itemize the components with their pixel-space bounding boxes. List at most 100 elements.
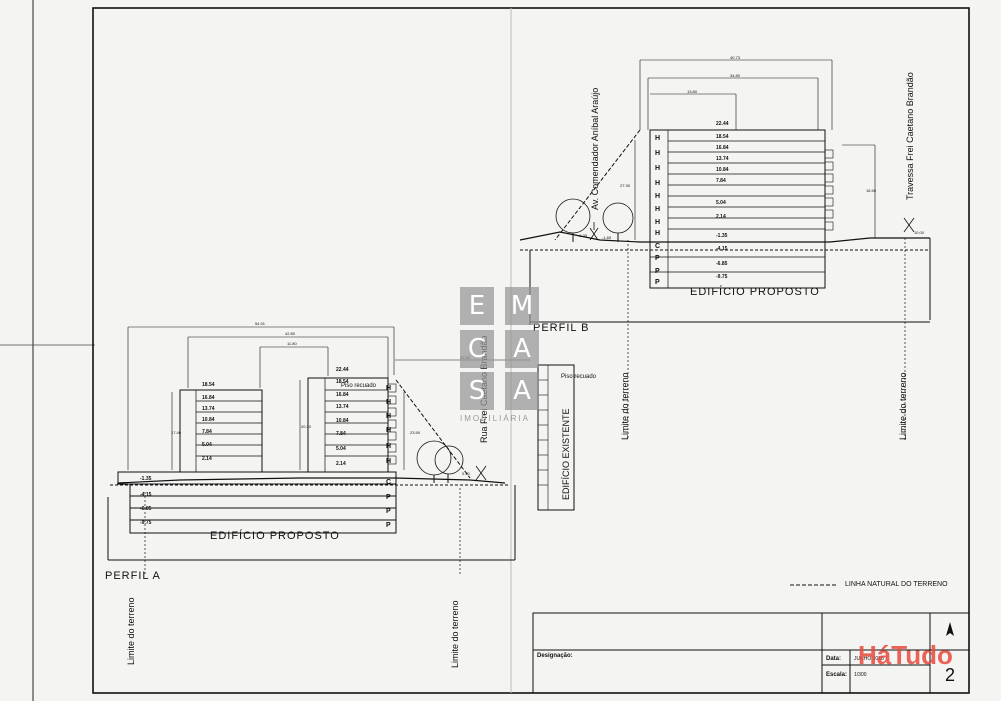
a-left-level-7: 2.14 [202,456,212,462]
b-level-b4: -9.75 [716,274,728,280]
existing-building-label: EDIFÍCIO EXISTENTE [561,408,571,500]
a-level-b2: -4.15 [140,492,152,498]
watermark-letter-s: S [460,372,494,410]
a-left-level-4: 10.84 [202,417,215,423]
watermark-letter-a1: A [505,330,539,368]
north-arrow-icon [946,622,954,636]
dim-b-building: 34.80 [730,73,741,78]
a-code-1: H [386,385,392,392]
data-value: JUNHO 2018 [854,656,884,662]
section-a-limit-left: Limite do terreno [126,597,136,665]
section-a-building-label: EDIFÍCIO PROPOSTO [210,530,340,542]
b-level-8: 2.14 [716,214,726,220]
b-level-5: 10.84 [716,167,729,173]
section-a [107,326,575,575]
a-right-level-8: 2.14 [336,461,346,467]
section-b-limit-right: Limite do terreno [898,372,908,440]
dim-b-height: 27.30 [620,183,631,188]
dim-a-h-left: 17.40 [171,430,182,435]
b-level-4: 13.74 [716,156,729,162]
section-a-title: PERFIL A [105,570,161,582]
b-code-4: H [655,180,661,187]
watermark-letter-a2: A [505,372,539,410]
b-level-1: 22.44 [716,121,729,127]
a-code-10: P [386,522,391,529]
watermark-subtitle: IMOBILIÁRIA [460,414,531,423]
b-level-b2: -4.15 [716,246,728,252]
b-code-3: H [655,165,661,172]
a-level-b1: -1.35 [140,476,152,482]
b-level-7: 5.04 [716,200,726,206]
dim-a-h-right: 20.30 [301,424,312,429]
dim-a-ground-2: 0.30 [462,471,470,476]
a-left-level-1: 18.54 [202,382,215,388]
b-code-11: P [655,268,660,275]
dim-b-right: 16.50 [866,188,877,193]
b-level-3: 16.84 [716,145,729,151]
dim-a-towers: 42.80 [285,331,296,336]
section-a-limit-right: Limite do terreno [450,600,460,668]
a-left-level-2: 16.84 [202,395,215,401]
a-right-level-5: 10.84 [336,418,349,424]
b-level-6: 7.84 [716,178,726,184]
a-code-2: H [386,399,392,406]
a-left-level-3: 13.74 [202,406,215,412]
a-right-level-4: 13.74 [336,404,349,410]
a-right-level-7: 5.04 [336,446,346,452]
designacao-label: Designação: [537,653,573,659]
b-code-1: H [655,135,661,142]
existing-setback: Piso recuado [561,374,597,380]
a-left-level-6: 5.04 [202,442,212,448]
b-code-9: C [655,243,661,250]
b-level-b3: -6.85 [716,261,728,267]
section-b [519,59,931,440]
a-code-6: H [386,458,392,465]
dim-b-partial: 13.80 [687,89,698,94]
a-code-7: C [386,479,392,486]
brand-logo: HáTudo [858,640,953,670]
a-left-level-5: 7.84 [202,429,212,435]
legend-text: LINHA NATURAL DO TERRENO [845,581,948,588]
a-right-level-6: 7.84 [336,431,346,437]
dim-b-ground-2: -1.65 [602,235,612,240]
section-b-building-label: EDIFÍCIO PROPOSTO [690,286,820,298]
b-code-8: H [655,230,661,237]
b-code-7: H [655,219,661,226]
drawing-frame [92,7,970,694]
data-label: Data: [826,656,842,662]
dim-a-ground-1: 0.30 [117,481,125,486]
b-code-5: H [655,193,661,200]
title-block-frame [532,612,970,694]
a-code-9: P [386,508,391,515]
a-right-level-3: 16.84 [336,392,349,398]
dim-b-ground-1: -1.35 [578,233,588,238]
watermark-letter-e: E [460,287,494,325]
escala-label: Escala: [826,672,848,678]
a-code-3: H [386,413,392,420]
b-code-10: P [655,255,660,262]
a-code-4: H [386,427,392,434]
a-code-5: H [386,443,392,450]
dim-b-end: 10.00 [914,230,925,235]
section-b-limit-left: Limite do terreno [620,372,630,440]
dim-a-slope: 23.50 [410,430,421,435]
section-a-setback: Piso recuado [341,383,377,389]
sheet-number: 2 [945,665,956,685]
b-code-6: H [655,206,661,213]
watermark-letter-m: M [505,287,539,325]
a-right-level-2: 18.54 [336,379,349,385]
section-b-street-left: Av. Comendador Aníbal Araújo [590,87,600,210]
a-code-8: P [386,494,391,501]
a-right-level-1: 22.44 [336,367,349,373]
b-code-12: P [655,279,660,286]
escala-value: 1/300 [854,672,867,678]
dim-a-gap: 11.80 [287,341,297,346]
section-b-title: PERFIL B [533,322,590,334]
b-level-2: 18.54 [716,134,729,140]
b-level-b1: -1.35 [716,233,728,239]
section-b-street-right: Travessa Frei Caetano Brandão [905,72,915,200]
watermark-letter-c: C [460,330,494,368]
a-level-b4: -9.75 [140,520,152,526]
b-code-2: H [655,150,661,157]
